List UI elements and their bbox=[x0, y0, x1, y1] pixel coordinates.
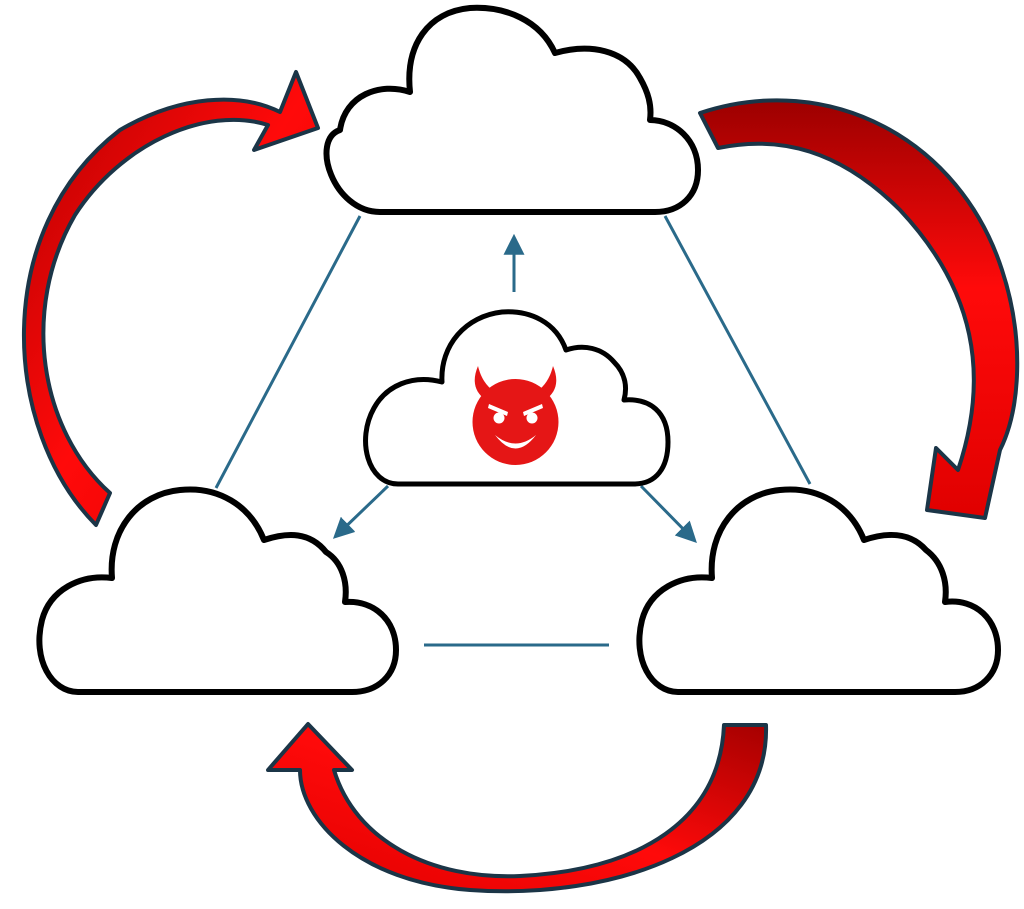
cycle-arrows bbox=[21, 70, 1020, 894]
cloud-right bbox=[636, 486, 1001, 695]
center-arrows bbox=[332, 233, 697, 543]
cycle-arrow-right-to-left bbox=[266, 722, 769, 894]
cycle-arrow-top-to-right bbox=[698, 98, 1020, 520]
arrow-center-to-right bbox=[639, 484, 697, 543]
cloud-links bbox=[214, 215, 812, 647]
arrow-center-to-left bbox=[332, 484, 390, 539]
devil-face-icon bbox=[472, 366, 559, 465]
link-top-left bbox=[214, 215, 362, 489]
cloud-top bbox=[323, 4, 701, 215]
link-top-right bbox=[663, 215, 812, 485]
cycle-arrow-left-to-top bbox=[21, 70, 320, 527]
cloud-left bbox=[36, 486, 399, 695]
